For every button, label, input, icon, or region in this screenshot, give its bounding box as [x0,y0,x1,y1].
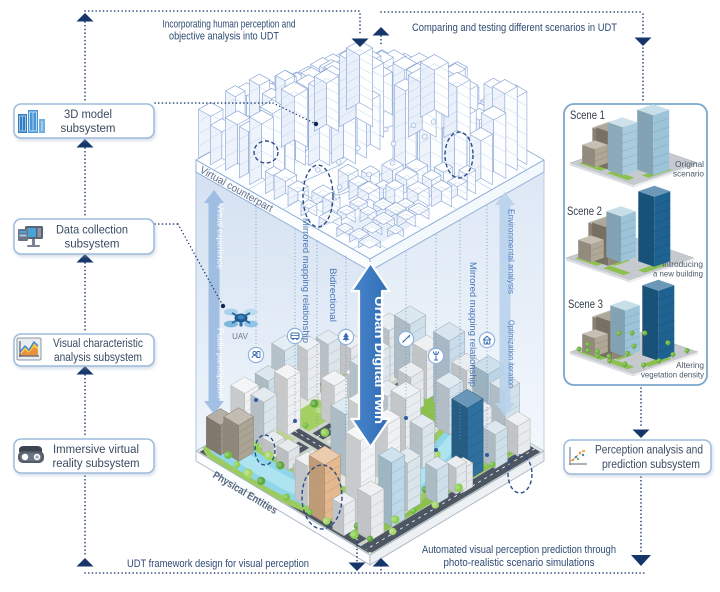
svg-text:Scene 2: Scene 2 [567,204,602,218]
svg-text:Mirrored mapping relationship: Mirrored mapping relationship [301,218,311,343]
svg-text:Scene 3: Scene 3 [568,297,603,311]
svg-text:Virtual experience: Virtual experience [216,204,226,269]
svg-text:Data collection: Data collection [56,223,128,237]
svg-text:Environmental analysis: Environmental analysis [507,209,517,294]
svg-text:UDT framework design for visua: UDT framework design for visual percepti… [127,558,309,570]
svg-text:subsystem: subsystem [61,121,116,135]
svg-text:photo-realistic scenario simul: photo-realistic scenario simulations [444,557,595,569]
svg-text:UAV: UAV [232,332,249,341]
svg-text:Incorporating human perception: Incorporating human perception and [163,19,296,31]
svg-text:Introducing: Introducing [662,260,703,269]
svg-text:Original: Original [675,160,704,169]
svg-text:objective analysis into UDT: objective analysis into UDT [169,31,279,43]
svg-text:analysis subsystem: analysis subsystem [54,350,142,364]
svg-text:Visual characteristic: Visual characteristic [53,336,143,350]
svg-text:prediction subsystem: prediction subsystem [602,457,700,471]
svg-text:Comparing and testing differen: Comparing and testing different scenario… [412,22,617,34]
svg-text:subsystem: subsystem [65,237,120,251]
svg-text:reality subsystem: reality subsystem [53,456,140,470]
svg-text:Perception analysis and: Perception analysis and [595,443,703,457]
svg-text:Optimization iteration: Optimization iteration [507,320,517,388]
svg-text:Mirrored mapping relationship: Mirrored mapping relationship [468,262,478,387]
svg-text:Immersive virtual: Immersive virtual [53,442,139,456]
svg-text:Bidirectional: Bidirectional [328,268,338,322]
svg-text:Scene 1: Scene 1 [570,108,605,122]
svg-text:3D model: 3D model [64,107,112,121]
svg-text:scenario: scenario [673,170,704,179]
svg-text:Automated visual perception pr: Automated visual perception prediction t… [422,544,616,556]
svg-text:Public participation: Public participation [216,328,226,398]
svg-text:Urban Digital Twin: Urban Digital Twin [372,296,387,424]
svg-text:Altering: Altering [676,361,704,370]
svg-text:a new building: a new building [653,270,703,279]
svg-text:vegetation density: vegetation density [641,371,705,380]
